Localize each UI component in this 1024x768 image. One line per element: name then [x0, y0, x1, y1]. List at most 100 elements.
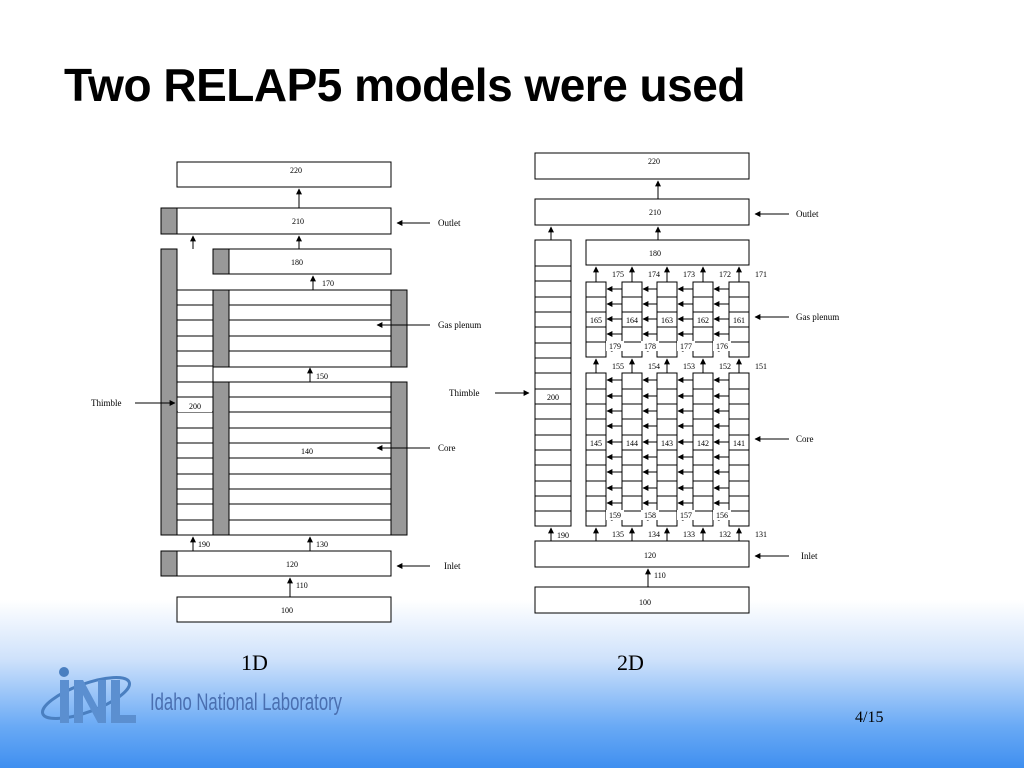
label-bottom-junction: 135 [612, 530, 624, 539]
label-bg [677, 341, 695, 351]
component-220 [176, 161, 392, 188]
label-plenum-cross: 176 [716, 342, 728, 351]
page-number: 4/15 [855, 709, 884, 726]
label-bottom-junction: 134 [648, 530, 660, 539]
label-210: 210 [292, 217, 304, 226]
label-bg [587, 314, 605, 325]
label-bg [730, 437, 748, 448]
label-2d-100: 100 [639, 598, 651, 607]
label-top-junction: 174 [648, 270, 660, 279]
component-2d-210 [534, 198, 750, 226]
label-plenum-cross: 178 [644, 342, 656, 351]
component-100 [176, 596, 392, 623]
label-core-cross: 159 [609, 511, 621, 520]
label-plenum-cross: 177 [680, 342, 692, 351]
component-180 [228, 248, 392, 275]
label-150: 150 [316, 372, 328, 381]
label-bg [713, 510, 731, 520]
annotation-2d-gas-plenum: Gas plenum [796, 312, 839, 322]
label-2d-110: 110 [654, 571, 666, 580]
label-140-bg [290, 445, 324, 457]
label-top-junction: 172 [719, 270, 731, 279]
component-210-wall [160, 207, 178, 235]
label-110: 110 [296, 581, 308, 590]
annotation-thimble: Thimble [91, 398, 122, 408]
core-right-wall [390, 381, 408, 536]
label-100: 100 [281, 606, 293, 615]
label-2d-120: 120 [644, 551, 656, 560]
label-bottom-junction: 133 [683, 530, 695, 539]
component-210 [176, 207, 392, 235]
label-2d-180: 180 [649, 249, 661, 258]
label-130: 130 [316, 540, 328, 549]
label-top-junction: 173 [683, 270, 695, 279]
label-170: 170 [322, 279, 334, 288]
label-mid-junction: 154 [648, 362, 660, 371]
label-2d-190: 190 [557, 531, 569, 540]
label-top-junction: 171 [755, 270, 767, 279]
label-190: 190 [198, 540, 210, 549]
label-120: 120 [286, 560, 298, 569]
label-core-cross: 158 [644, 511, 656, 520]
label-bg [587, 437, 605, 448]
diagram-1d: 220 210 Outlet 180 170 200 [91, 161, 481, 623]
label-180: 180 [291, 258, 303, 267]
component-120 [176, 550, 392, 577]
annotation-inlet: Inlet [444, 561, 461, 571]
label-core-channel: 142 [697, 439, 709, 448]
caption-1d: 1D [241, 650, 268, 675]
component-2d-220 [534, 152, 750, 180]
label-bg [677, 510, 695, 520]
label-200-bg [178, 400, 212, 412]
label-2d-200-bg [537, 391, 569, 403]
caption-2d: 2D [617, 650, 644, 675]
label-core-channel: 144 [626, 439, 638, 448]
diagram-2d: 220 210 Outlet 180 200 Thimble 175155135… [449, 152, 839, 614]
annotation-2d-inlet: Inlet [801, 551, 818, 561]
label-plenum-channel: 164 [626, 316, 638, 325]
label-bottom-junction: 132 [719, 530, 731, 539]
thimble-wall [160, 248, 178, 536]
label-2d-220: 220 [648, 157, 660, 166]
label-core-channel: 141 [733, 439, 745, 448]
label-mid-junction: 151 [755, 362, 767, 371]
label-220: 220 [290, 166, 302, 175]
plenum-left-wall [212, 289, 230, 368]
label-plenum-channel: 161 [733, 316, 745, 325]
component-2d-100 [534, 586, 750, 614]
label-mid-junction: 155 [612, 362, 624, 371]
label-top-junction: 175 [612, 270, 624, 279]
label-core-cross: 156 [716, 511, 728, 520]
annotation-gas-plenum: Gas plenum [438, 320, 481, 330]
label-bg [658, 314, 676, 325]
label-bg [606, 510, 624, 520]
slide-title: Two RELAP5 models were used [64, 59, 745, 111]
label-bottom-junction: 131 [755, 530, 767, 539]
label-mid-junction: 153 [683, 362, 695, 371]
relap5-diagrams: 220 210 Outlet 180 170 200 [91, 152, 839, 623]
label-bg [606, 341, 624, 351]
label-bg [658, 437, 676, 448]
annotation-outlet: Outlet [438, 218, 461, 228]
component-2d-200 [534, 239, 572, 527]
annotation-2d-outlet: Outlet [796, 209, 819, 219]
label-bg [641, 510, 659, 520]
logo-text: Idaho National Laboratory [150, 689, 342, 716]
label-bg [623, 437, 641, 448]
label-bg [694, 314, 712, 325]
label-plenum-channel: 163 [661, 316, 673, 325]
inl-logo: Idaho National Laboratory [38, 662, 348, 737]
annotation-core: Core [438, 443, 456, 453]
label-core-channel: 143 [661, 439, 673, 448]
label-core-channel: 145 [590, 439, 602, 448]
channel-grid: 175 155 135 165 145 174 154 134 164 144 173 153 133 1… [585, 266, 767, 541]
label-2d-210: 210 [649, 208, 661, 217]
label-bg [641, 341, 659, 351]
label-plenum-channel: 162 [697, 316, 709, 325]
label-plenum-channel: 165 [590, 316, 602, 325]
footer-gradient [0, 600, 1024, 768]
annotation-2d-thimble: Thimble [449, 388, 480, 398]
label-200: 200 [189, 402, 201, 411]
label-bg [713, 341, 731, 351]
label-bg [623, 314, 641, 325]
